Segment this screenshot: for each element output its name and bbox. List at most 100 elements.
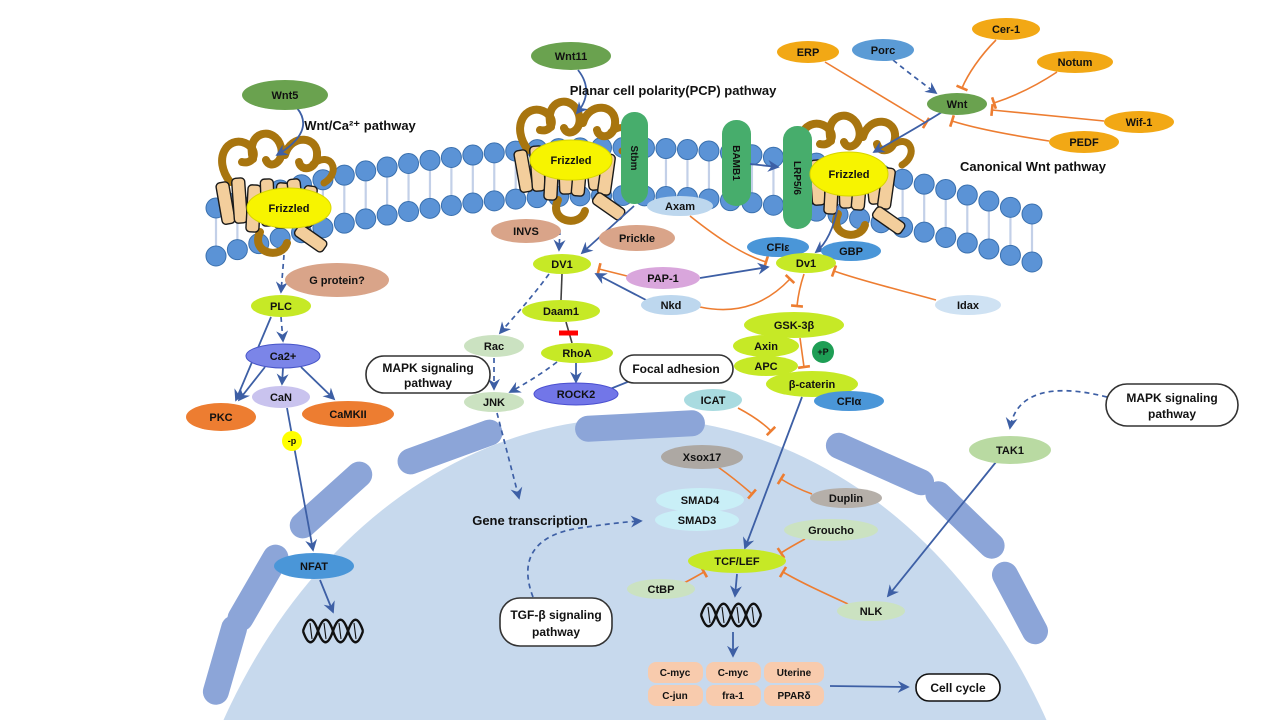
membrane-dot xyxy=(398,153,420,175)
membrane-dot xyxy=(655,138,677,160)
membrane-dot xyxy=(226,239,248,261)
gene-box xyxy=(764,685,824,706)
arrow-ca2-camkii xyxy=(300,366,336,401)
node-jnk xyxy=(464,392,524,412)
arrow-frizzled-dv1 xyxy=(814,205,839,254)
arrow-ca2-can xyxy=(276,367,289,386)
membrane-dot xyxy=(419,197,441,219)
membrane-dot xyxy=(956,184,978,206)
node-ctbp xyxy=(627,579,695,599)
node-pedf-label: PEDF xyxy=(1069,137,1099,149)
lrp56-label: LRP5/6 xyxy=(791,161,802,195)
membrane-dot xyxy=(935,226,957,248)
inhibit-erp-wnt xyxy=(824,61,931,129)
membrane-dot xyxy=(355,208,377,230)
node-daam1 xyxy=(522,300,600,322)
dashed-frizzled-plc xyxy=(275,254,288,294)
node-dv1-label: Dv1 xyxy=(796,258,816,270)
node-gsk3b-label: GSK-3β xyxy=(774,320,815,332)
node-cer1 xyxy=(972,18,1040,40)
nuclear-pore xyxy=(825,432,935,496)
nuclear-pore xyxy=(575,410,705,442)
inhibit-wif1-wnt xyxy=(990,103,1105,122)
node-can-label: CaN xyxy=(270,392,292,404)
node-nkd xyxy=(641,295,701,315)
membrane-dot xyxy=(483,142,505,164)
mapk-left-line2: pathway xyxy=(404,376,452,390)
gene-label: PPARδ xyxy=(777,691,810,702)
inhibition-links xyxy=(596,39,1105,605)
membrane-dot xyxy=(483,190,505,212)
node-frizzled-label: Frizzled xyxy=(551,155,592,167)
membrane-dot xyxy=(355,160,377,182)
node-ca2 xyxy=(245,343,321,369)
dashed-jnk-genetranscription xyxy=(496,412,523,500)
node-rac-label: Rac xyxy=(484,341,504,353)
node-gprotein xyxy=(285,263,389,297)
node-xsox17-label: Xsox17 xyxy=(683,452,722,464)
membrane-dot xyxy=(462,192,484,214)
inhibit-groucho-tcf xyxy=(776,538,806,559)
node-frizzled-label: Frizzled xyxy=(829,169,870,181)
arrow-bcaterin-tcf xyxy=(742,396,803,550)
arrow-nkd-dv1pcp xyxy=(594,273,647,301)
gene-box xyxy=(648,685,703,706)
arrow-wnt-lrp56 xyxy=(749,159,780,172)
node-tak1-label: TAK1 xyxy=(996,445,1024,457)
plus-p-badge xyxy=(812,341,834,363)
membrane-dot xyxy=(999,196,1021,218)
node-erp xyxy=(777,41,839,63)
node-gbp xyxy=(821,241,881,261)
node-smad4 xyxy=(656,488,744,512)
node-axin xyxy=(733,335,799,357)
dashed-rhoa-jnk xyxy=(508,361,558,393)
node-ctbp-label: CtBP xyxy=(648,584,675,596)
membrane-dot xyxy=(376,204,398,226)
inhibit-idax-dv1 xyxy=(830,264,937,301)
cell-cycle-label: Cell cycle xyxy=(930,681,986,695)
node-erp-label: ERP xyxy=(797,47,820,59)
node-gprotein-label: G protein? xyxy=(309,275,365,287)
node-cfia xyxy=(814,391,884,411)
node-wnt11-label: Wnt11 xyxy=(555,51,587,63)
membrane-dot xyxy=(762,194,784,216)
inhibit-pap1-dv1pcp xyxy=(596,262,628,277)
node-nfat xyxy=(274,553,354,579)
arrow-tak1-nlk xyxy=(886,461,997,598)
node-frizzled-mid xyxy=(529,139,613,181)
node-tak1 xyxy=(969,436,1051,464)
node-porc xyxy=(852,39,914,61)
node-axam xyxy=(647,196,713,216)
nuclear-pore xyxy=(991,561,1049,645)
dashed-tgf-smad3 xyxy=(527,515,643,598)
node-wif1 xyxy=(1104,111,1174,133)
node-smad4-label: SMAD4 xyxy=(681,495,720,507)
membrane-dot xyxy=(440,194,462,216)
inhibit-xsox17 xyxy=(717,466,757,500)
gene-transcription-label: Gene transcription xyxy=(472,513,588,528)
membrane-dot xyxy=(1021,203,1043,225)
nuclear-pore xyxy=(397,419,503,475)
pathway-nodes: Wnt5 Wnt11 Wnt Frizzled Frizzled Frizzle… xyxy=(186,18,1174,621)
node-notum-label: Notum xyxy=(1058,57,1093,69)
arrow-wnt11-frizzled xyxy=(575,69,589,115)
membrane-dot xyxy=(978,190,1000,212)
tgf-box xyxy=(499,597,613,647)
node-invs-label: INVS xyxy=(513,226,539,238)
inhibit-notum-wnt xyxy=(990,71,1058,110)
nuclear-pores xyxy=(202,410,1049,705)
inhibit-gsk3b-bcaterin xyxy=(797,337,811,370)
inhibit-duplin xyxy=(776,473,813,495)
inhibit-pedf-wnt xyxy=(948,114,1050,142)
transmembrane-proteins: Stbm BAMB1 LRP5/6 xyxy=(621,112,812,229)
node-groucho-label: Groucho xyxy=(808,525,854,537)
node-idax xyxy=(935,295,1001,315)
gene-label: C-jun xyxy=(662,691,688,702)
arrow-nfat-dna xyxy=(319,579,335,614)
nuclear-pore xyxy=(925,481,1005,559)
nuclear-pore xyxy=(227,544,289,632)
node-wnt xyxy=(927,93,987,115)
node-frizzled-right xyxy=(809,151,889,197)
tgf-line2: pathway xyxy=(532,625,580,639)
